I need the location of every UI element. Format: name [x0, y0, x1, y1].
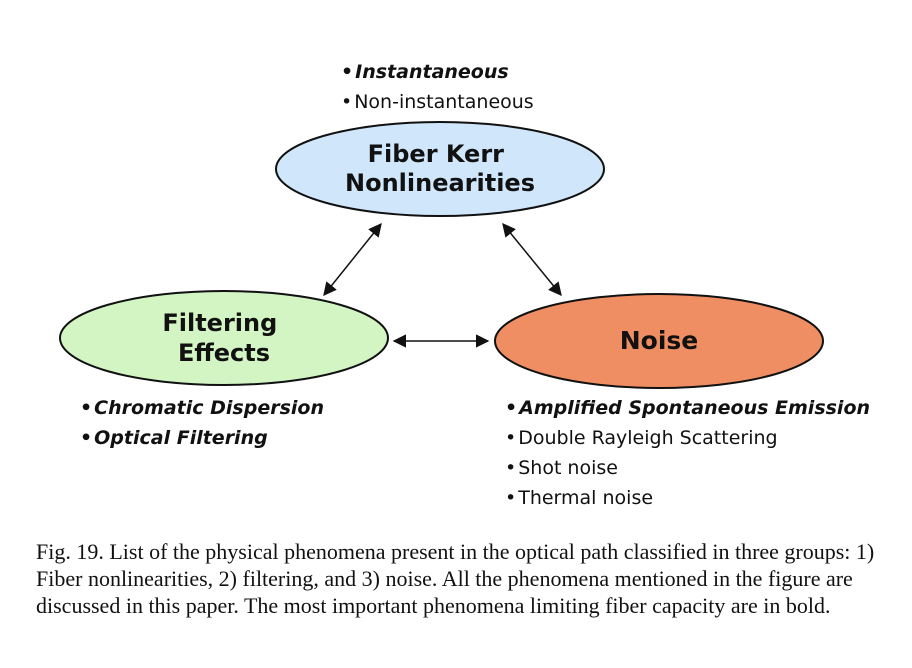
filtering-phenomenon-text: Optical Filtering [94, 427, 268, 449]
node-noise-label: Noise [620, 326, 699, 355]
node-filtering-effects-line-1: Filtering [162, 309, 277, 337]
kerr-phenomenon-text: Instantaneous [355, 61, 509, 83]
bullet-icon: • [505, 487, 517, 509]
kerr-phenomenon-text: Non-instantaneous [354, 91, 534, 113]
bullet-icon: • [505, 457, 517, 479]
node-fiber-kerr-label: Fiber Kerr Nonlinearities [345, 140, 535, 197]
node-fiber-kerr-line-1: Fiber Kerr [368, 140, 505, 168]
kerr-phenomenon-item: •Instantaneous [341, 57, 534, 87]
node-filtering-effects-label: Filtering Effects [162, 309, 285, 367]
noise-phenomenon-text: Thermal noise [518, 487, 654, 509]
filtering-phenomena-list: •Chromatic Dispersion•Optical Filtering [80, 393, 324, 453]
diagram-canvas: Fiber Kerr Nonlinearities Filtering Effe… [59, 121, 824, 389]
bullet-icon: • [505, 397, 518, 419]
node-noise [494, 293, 824, 389]
bullet-icon: • [80, 427, 93, 449]
node-fiber-kerr-line-2: Nonlinearities [345, 169, 535, 197]
noise-phenomenon-item: •Double Rayleigh Scattering [505, 423, 870, 453]
node-fiber-kerr [275, 121, 605, 217]
noise-phenomenon-item: •Thermal noise [505, 483, 870, 513]
filtering-phenomenon-item: •Chromatic Dispersion [80, 393, 324, 423]
bullet-icon: • [80, 397, 93, 419]
arrow-kerr-noise [502, 222, 562, 297]
noise-phenomena-list: •Amplified Spontaneous Emission•Double R… [505, 393, 870, 513]
noise-phenomenon-item: •Amplified Spontaneous Emission [505, 393, 870, 423]
noise-phenomenon-text: Amplified Spontaneous Emission [519, 397, 871, 419]
bullet-icon: • [505, 427, 517, 449]
noise-phenomenon-text: Double Rayleigh Scattering [518, 427, 778, 449]
noise-phenomenon-text: Shot noise [518, 457, 618, 479]
filtering-phenomenon-item: •Optical Filtering [80, 423, 324, 453]
noise-phenomenon-item: •Shot noise [505, 453, 870, 483]
bullet-icon: • [341, 61, 354, 83]
figure-caption: Fig. 19. List of the physical phenomena … [36, 539, 875, 618]
node-filtering-effects [59, 290, 389, 386]
kerr-phenomenon-item: •Non-instantaneous [341, 87, 534, 117]
bullet-icon: • [341, 91, 353, 113]
kerr-phenomena-list: •Instantaneous•Non-instantaneous [341, 57, 534, 117]
node-filtering-effects-line-2: Effects [178, 339, 270, 367]
node-noise-line-1: Noise [620, 326, 699, 355]
arrow-kerr-filtering [323, 222, 382, 297]
filtering-phenomenon-text: Chromatic Dispersion [94, 397, 324, 419]
